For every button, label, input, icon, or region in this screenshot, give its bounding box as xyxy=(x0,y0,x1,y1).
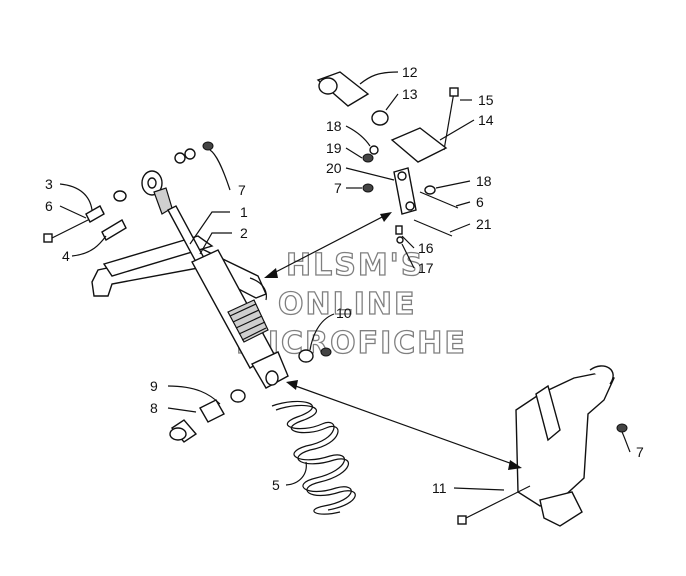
spindle-housing xyxy=(457,365,628,527)
watermark-line-1: HLSM'S xyxy=(286,248,424,283)
callout-11: 11 xyxy=(432,480,447,496)
callout-3: 3 xyxy=(45,176,53,192)
callout-15: 15 xyxy=(478,92,494,108)
assembly-arrows xyxy=(264,212,522,470)
callout-5: 5 xyxy=(272,477,280,493)
upper-left-hardware xyxy=(43,141,214,243)
callout-21: 21 xyxy=(476,216,492,232)
spring-part-5 xyxy=(271,400,356,515)
callout-17: 17 xyxy=(418,260,434,276)
lower-mount-hardware xyxy=(169,347,332,443)
callout-7-linkage: 7 xyxy=(334,180,342,196)
callout-18-right: 18 xyxy=(476,173,492,189)
callout-16: 16 xyxy=(418,240,434,256)
leader-lines xyxy=(59,71,631,491)
callout-13: 13 xyxy=(402,86,418,102)
callout-12: 12 xyxy=(402,64,418,80)
watermark-line-2: ONLINE xyxy=(278,287,417,322)
callout-10: 10 xyxy=(336,305,352,321)
callout-7-housing: 7 xyxy=(636,444,644,460)
watermark: HLSM'S ONLINE MICROFICHE xyxy=(235,247,465,361)
callout-14: 14 xyxy=(478,112,494,128)
upper-right-linkage xyxy=(316,71,459,244)
callout-6-right: 6 xyxy=(476,194,484,210)
callout-6-left: 6 xyxy=(45,198,53,214)
callout-labels: 1 2 3 4 5 6 6 7 7 7 8 9 10 11 12 13 14 1… xyxy=(45,64,644,496)
callout-18-left: 18 xyxy=(326,118,342,134)
callout-2: 2 xyxy=(240,225,248,241)
callout-7-top: 7 xyxy=(238,182,246,198)
shock-absorber-part-1 xyxy=(141,170,289,389)
callout-19: 19 xyxy=(326,140,342,156)
callout-9: 9 xyxy=(150,378,158,394)
callout-20: 20 xyxy=(326,160,342,176)
callout-1: 1 xyxy=(240,204,248,220)
callout-8: 8 xyxy=(150,400,158,416)
callout-4: 4 xyxy=(62,248,70,264)
